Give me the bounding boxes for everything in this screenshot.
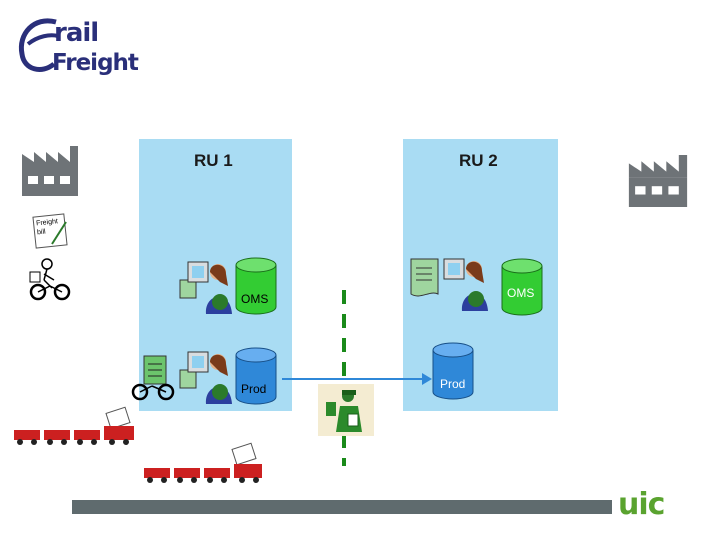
prod-database-ru1 xyxy=(235,347,277,405)
pen-icon xyxy=(51,221,67,245)
train-left-icon xyxy=(14,406,134,445)
ru2-title: RU 2 xyxy=(459,151,498,170)
oms-database-ru1 xyxy=(235,257,277,315)
oms-label-ru2: OMS xyxy=(507,286,535,300)
prod-label-ru1: Prod xyxy=(241,382,267,396)
green-document-icon xyxy=(410,258,439,297)
erailfreight-logo: rail Freight xyxy=(14,14,144,80)
footer-bar xyxy=(72,500,612,514)
bicycle-delivery-icon xyxy=(131,355,175,401)
transfer-arrow xyxy=(282,373,432,385)
operator-workstation-icon-ru2 xyxy=(443,258,488,311)
bicycle-courier-icon xyxy=(29,258,71,301)
logo-rail-text: rail xyxy=(54,18,99,48)
uic-logo: uic xyxy=(618,490,692,524)
boundary-separator-line xyxy=(342,290,346,466)
ru1-title: RU 1 xyxy=(194,151,233,170)
logo-freight-text: Freight xyxy=(52,50,139,76)
operator-workstation-icon-ru1-top xyxy=(179,261,232,314)
logo-swoosh-icon xyxy=(18,18,59,72)
factory-left-icon xyxy=(22,146,78,196)
prod-label-ru2: Prod xyxy=(440,377,466,391)
handover-officer-icon xyxy=(318,384,374,436)
uic-logo-text: uic xyxy=(618,487,665,522)
operator-workstation-icon-ru1-bottom xyxy=(179,351,232,404)
oms-label-ru1: OMS xyxy=(241,292,269,306)
prod-database-ru2 xyxy=(432,342,474,400)
factory-right-icon xyxy=(628,155,688,207)
train-center-icon xyxy=(144,442,262,483)
oms-database-ru2 xyxy=(501,258,543,316)
